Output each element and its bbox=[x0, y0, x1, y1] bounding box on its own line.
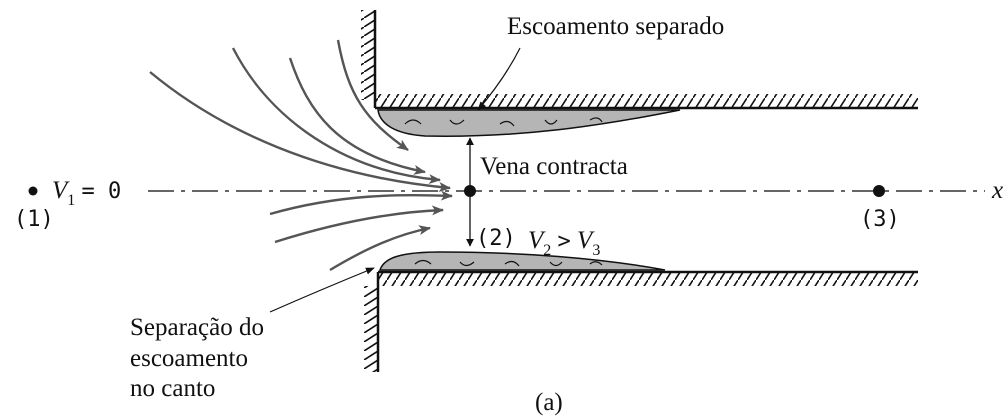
v2-symbol: V bbox=[528, 227, 544, 254]
label-separacao-line1: Separação do bbox=[130, 314, 264, 341]
point-2-dot bbox=[464, 185, 476, 197]
label-point-3: (3) bbox=[860, 207, 900, 232]
upper-wall bbox=[361, 10, 918, 110]
caption-fragment: (a) bbox=[535, 389, 563, 416]
v1-rhs: = 0 bbox=[81, 179, 122, 204]
separated-region-top bbox=[377, 109, 681, 137]
label-separacao-line3: no canto bbox=[130, 375, 216, 402]
flow-diagram bbox=[28, 10, 985, 372]
leader-separacao bbox=[269, 267, 375, 313]
label-point-1: (1) bbox=[14, 207, 54, 232]
v3-subscript: 3 bbox=[592, 242, 601, 259]
point-1-dot bbox=[28, 186, 38, 196]
v1-subscript: 1 bbox=[67, 192, 76, 209]
axis-label-x: x bbox=[992, 177, 1004, 204]
streamlines bbox=[149, 39, 453, 272]
leader-escoamento-separado bbox=[477, 47, 521, 111]
label-v2-v3: V2 > V3 bbox=[528, 226, 600, 259]
inequality-sign: > bbox=[557, 229, 571, 254]
label-separacao-line2: escoamento bbox=[130, 345, 249, 372]
separated-region-bottom bbox=[378, 251, 666, 271]
v1-symbol: V bbox=[52, 177, 68, 204]
label-v1-equation: V1 = 0 bbox=[52, 176, 121, 209]
label-escoamento-separado: Escoamento separado bbox=[507, 13, 725, 40]
v3-symbol: V bbox=[577, 227, 593, 254]
label-vena-contracta: Vena contracta bbox=[480, 153, 628, 180]
v2-subscript: 2 bbox=[543, 242, 552, 259]
lower-wall bbox=[364, 270, 918, 372]
point-3-dot bbox=[873, 185, 885, 197]
label-point-2: (2) bbox=[476, 226, 516, 251]
